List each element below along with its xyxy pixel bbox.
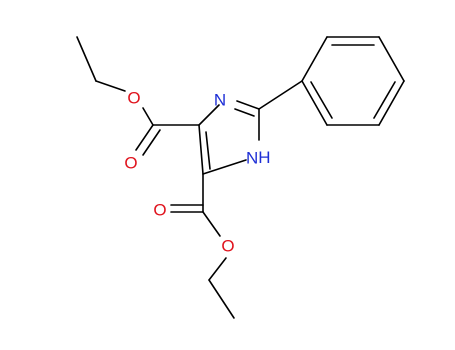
bond — [142, 107, 154, 126]
lower-ether-oxygen-label: O — [221, 236, 234, 255]
upper-ester — [76, 36, 200, 156]
lower-ester — [170, 173, 235, 319]
bond — [378, 36, 405, 82]
bond — [202, 211, 221, 237]
bond — [378, 80, 405, 126]
bond — [236, 100, 260, 110]
bond — [258, 80, 303, 110]
ring-nh-label: NH — [246, 148, 271, 167]
bond — [142, 129, 161, 156]
bond — [301, 80, 328, 126]
bond — [205, 131, 211, 170]
bond — [301, 36, 328, 82]
upper-carbonyl-oxygen-label: O — [124, 153, 137, 172]
bond — [76, 36, 97, 82]
bond — [373, 81, 396, 119]
bond — [198, 124, 204, 175]
bond — [95, 80, 126, 92]
ring-nitrogen-label: N — [214, 90, 226, 109]
lower-carbonyl-oxygen-label: O — [153, 200, 166, 219]
ring-nh-hydrogen: H — [258, 148, 270, 167]
bond — [208, 257, 227, 281]
phenyl-ring — [301, 36, 405, 126]
upper-ether-oxygen-label: O — [127, 88, 140, 107]
bond — [234, 108, 255, 117]
bond — [208, 279, 235, 319]
bond — [135, 124, 154, 151]
bond — [310, 81, 333, 119]
imidazole-ring — [198, 100, 260, 175]
bond — [202, 159, 247, 175]
bond — [198, 104, 220, 126]
